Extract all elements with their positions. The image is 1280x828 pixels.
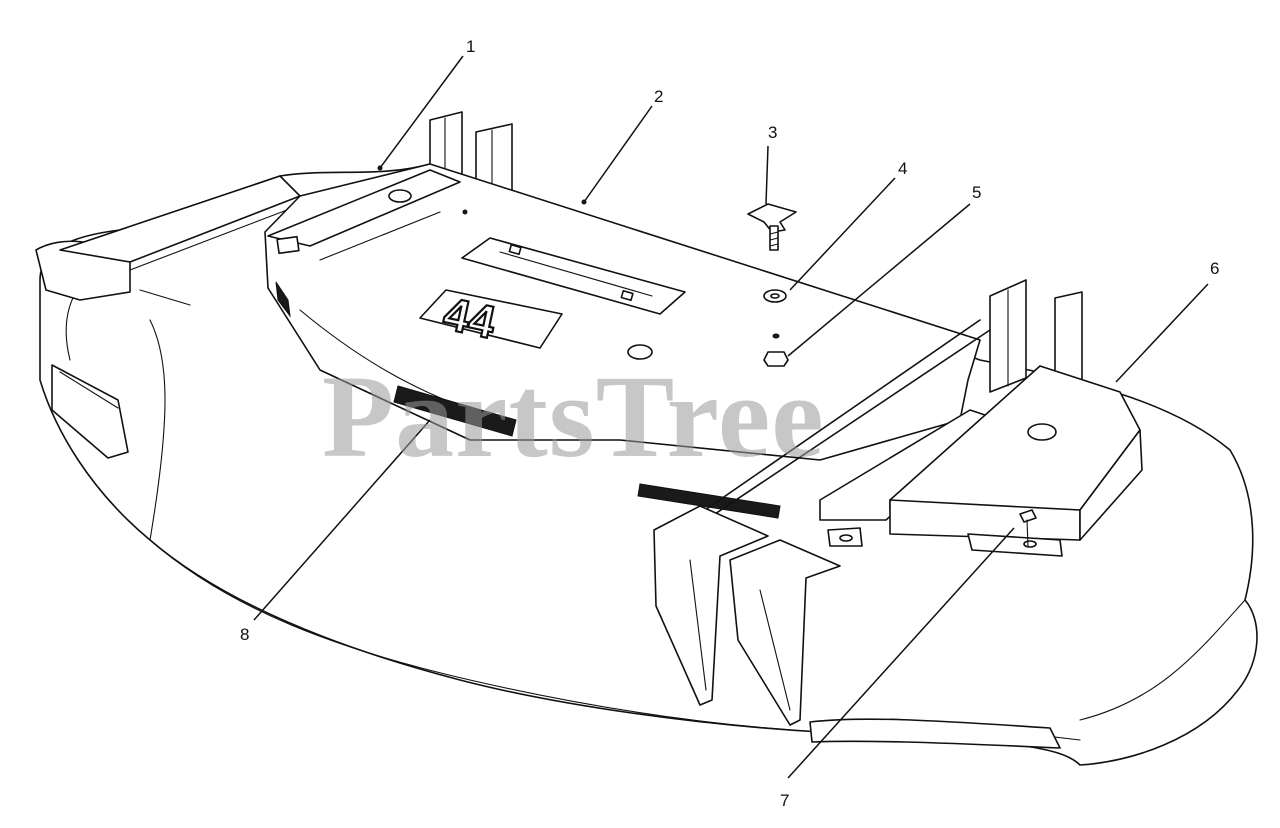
callout-2: 2 bbox=[654, 87, 663, 106]
callout-1: 1 bbox=[466, 37, 475, 56]
watermark: PartsTree bbox=[322, 351, 825, 482]
callouts: 1 2 3 4 5 6 7 8 bbox=[240, 37, 1219, 810]
leader-6 bbox=[1115, 283, 1209, 383]
right-cover bbox=[889, 365, 1143, 557]
leader-lines bbox=[253, 55, 1209, 779]
nut bbox=[763, 351, 789, 367]
callout-5: 5 bbox=[972, 183, 981, 202]
lock-washer bbox=[772, 333, 780, 339]
leader-8 bbox=[253, 419, 431, 621]
model-badge: 44 bbox=[419, 286, 563, 350]
decal-plate bbox=[461, 237, 686, 315]
callout-8: 8 bbox=[240, 625, 249, 644]
callout-7: 7 bbox=[780, 791, 789, 810]
callout-4: 4 bbox=[898, 159, 907, 178]
top-cover bbox=[264, 163, 981, 461]
callout-3: 3 bbox=[768, 123, 777, 142]
badge-text: 44 bbox=[439, 287, 500, 349]
wing-knob bbox=[747, 203, 797, 233]
front-baffles bbox=[653, 505, 1061, 749]
decal-strips bbox=[275, 281, 781, 519]
hardware bbox=[747, 203, 1037, 547]
leader-3 bbox=[765, 145, 769, 205]
leader-2 bbox=[583, 105, 653, 203]
leader-7 bbox=[787, 527, 1015, 779]
right-uprights bbox=[989, 279, 1083, 393]
leader-4 bbox=[789, 177, 896, 291]
leader-5 bbox=[787, 203, 971, 357]
bolt bbox=[1019, 509, 1037, 523]
callout-6: 6 bbox=[1210, 259, 1219, 278]
leader-1 bbox=[379, 55, 464, 169]
discharge-guide bbox=[704, 319, 1001, 547]
